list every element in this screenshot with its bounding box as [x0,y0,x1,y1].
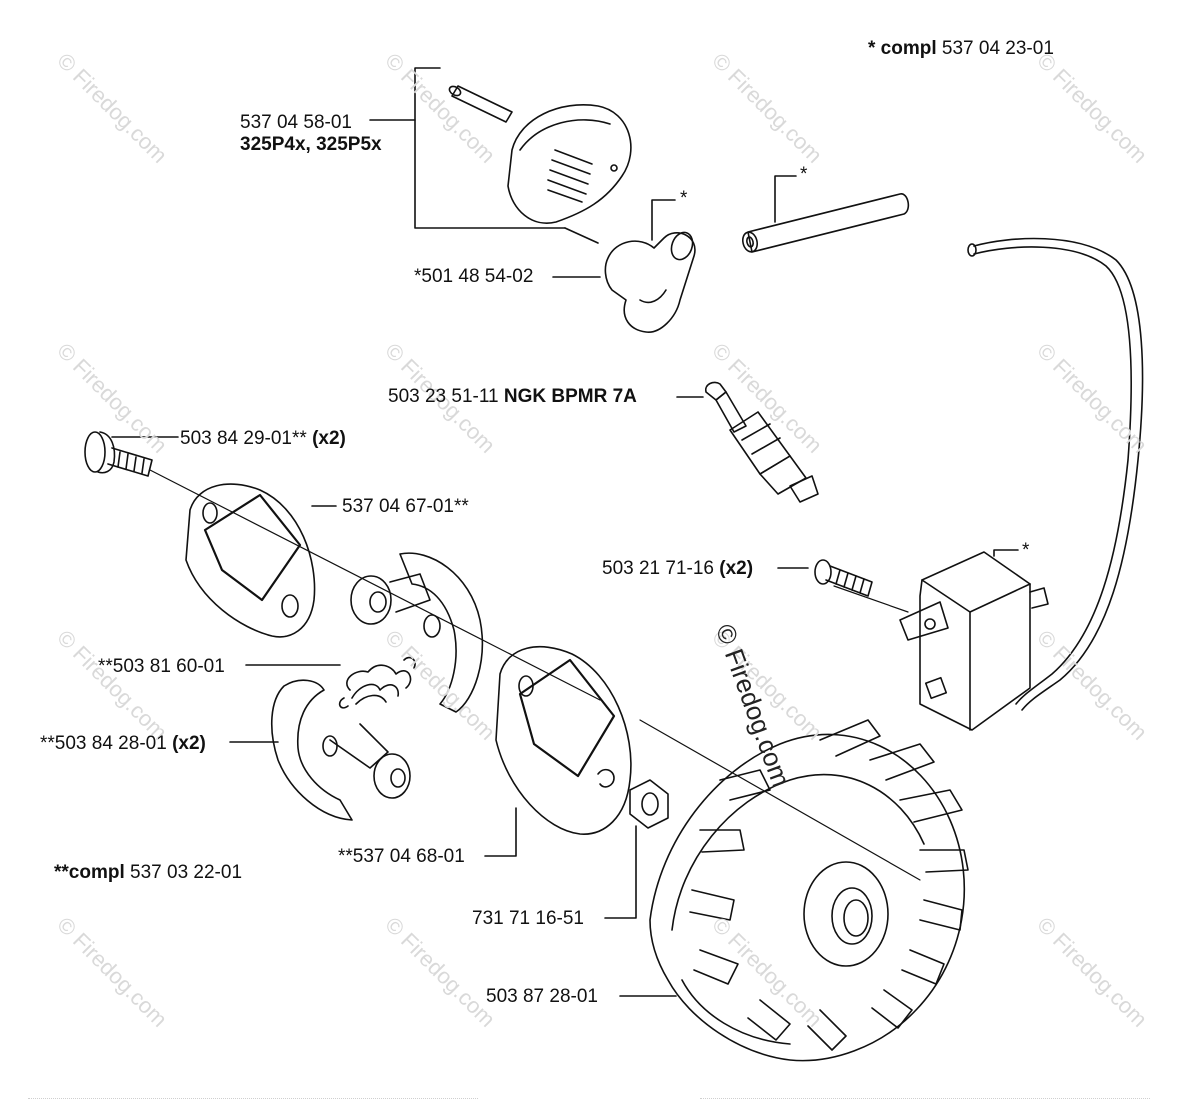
spark-plug-number: 503 23 51-11 [388,386,499,407]
bottom-divider-left [28,1098,478,1099]
asterisk-boot: * [680,188,688,209]
coil-screw-qty: (x2) [719,558,754,579]
plate-top-part [185,483,337,638]
asterisk-hose: * [800,164,808,185]
screw-top-part [84,431,179,477]
cap-part-number: 537 04 58-01 [240,112,352,133]
plate-bottom-part [484,646,632,857]
spark-plug-part [704,381,819,503]
assembly-axis [149,469,921,881]
spark-plug-spec: NGK BPMR 7A [503,386,637,407]
kit-note-prefix: * compl [868,38,937,59]
coil-screw-part [777,559,873,597]
screw-top-qty: (x2) [312,428,346,449]
flywheel-part [619,719,969,1062]
bottom-divider-right [700,1098,1150,1099]
clutch-kit-prefix: **compl [54,862,125,883]
kit-note: * compl 537 04 23-01 [868,38,1054,60]
spring-part [245,656,416,709]
shoe-number: **503 84 28-01 [40,733,167,754]
ignition-module-part [899,549,1049,731]
screw-top-number: 503 84 29-01** [180,428,307,449]
cap-label: 537 04 58-01 325P4x, 325P5x [240,112,382,156]
spring-label: **503 81 60-01 [98,656,225,677]
nut-part [604,779,669,919]
boot-part [604,231,696,333]
screw-top-label: 503 84 29-01** (x2) [180,428,346,450]
shoe-qty: (x2) [172,733,206,754]
kit-note-number: 537 04 23-01 [941,38,1054,59]
flywheel-label: 503 87 28-01 [486,986,598,1007]
nut-label: 731 71 16-51 [472,908,584,929]
plate-bottom-label: **537 04 68-01 [338,846,465,867]
pin-part [448,85,513,123]
clutch-shoe-bottom-part [229,679,411,821]
cap-models: 325P4x, 325P5x [240,134,382,155]
cap-bracket-leader [369,67,599,244]
ignition-wire [967,237,1144,711]
shoe-label: **503 84 28-01 (x2) [40,733,206,755]
asterisk-module: * [1022,540,1030,561]
coil-screw-label: 503 21 71-16 (x2) [602,558,753,580]
cap-part [507,104,632,224]
coil-screw-number: 503 21 71-16 [602,558,714,579]
hose-part [741,193,910,253]
clutch-kit-number: 537 03 22-01 [130,862,243,883]
boot-label: *501 48 54-02 [414,266,534,287]
clutch-kit-note: **compl 537 03 22-01 [54,862,242,884]
plate-top-label: 537 04 67-01** [342,496,469,517]
clutch-shoe-top-part [350,552,484,713]
spark-plug-label: 503 23 51-11 NGK BPMR 7A [388,386,637,408]
